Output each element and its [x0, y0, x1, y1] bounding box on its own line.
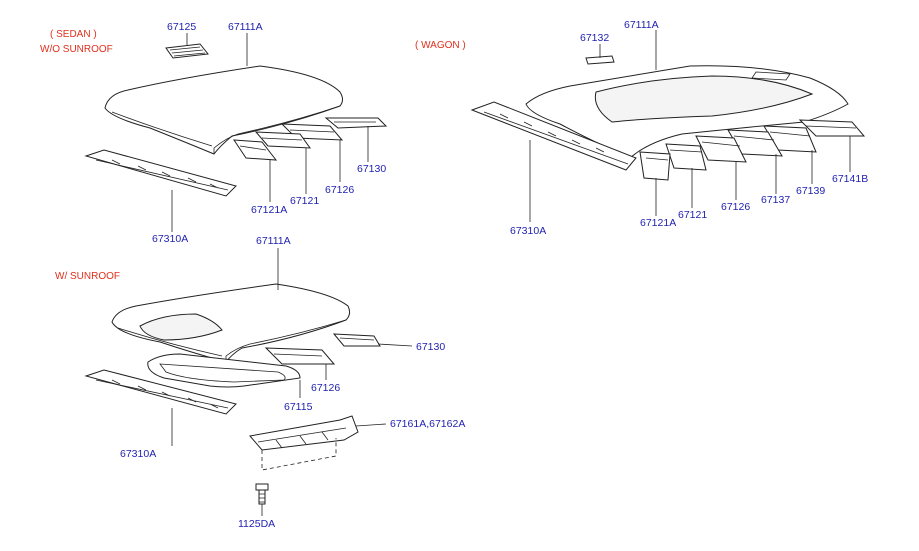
sunroof-title: W/ SUNROOF: [55, 271, 120, 282]
label-wagon-67141b: 67141B: [832, 173, 868, 185]
wagon-bracket-67132: [585, 55, 615, 65]
bolt-1125da-head: [255, 483, 269, 491]
label-wagon-67132: 67132: [580, 32, 609, 44]
sedan-patch-texture: [169, 46, 206, 57]
sedan-rail-holes: [95, 159, 229, 191]
sedan-patch-67125: [165, 43, 209, 59]
leader-sunroof-67130: [377, 343, 413, 347]
label-sedan-67121a: 67121A: [251, 204, 287, 216]
label-sedan-67111a: 67111A: [228, 21, 263, 33]
wagon-roof-recess: [594, 75, 814, 123]
sunroof-roof-edge: [117, 319, 347, 362]
label-wagon-67121a: 67121A: [640, 217, 676, 229]
wagon-title: ( WAGON ): [415, 40, 466, 51]
label-wagon-67121: 67121: [678, 209, 707, 221]
label-sedan-67125: 67125: [167, 21, 196, 33]
sedan-group: ( SEDAN ) W/O SUNROOF 67125 67111A 67130…: [40, 21, 388, 245]
sedan-rail-67310a: [84, 149, 237, 197]
wagon-rail-67310a: [470, 101, 637, 171]
label-wagon-67310a: 67310A: [510, 225, 546, 237]
label-sunroof-67126: 67126: [311, 382, 340, 394]
sedan-bow-ribs: [239, 121, 376, 151]
wagon-roof-vent: [751, 71, 791, 81]
bolt-1125da-thread: [259, 493, 265, 503]
label-wagon-67137: 67137: [761, 194, 790, 206]
sedan-title: ( SEDAN ): [50, 29, 97, 40]
wagon-bow-ribs: [645, 125, 857, 161]
sunroof-bow-ribs: [273, 337, 375, 357]
sunroof-assembly-guide: [261, 438, 337, 471]
label-wagon-67139: 67139: [796, 185, 825, 197]
sedan-bow-67121: [254, 131, 312, 149]
sedan-bow-67130: [324, 117, 388, 129]
wagon-bow-67121: [665, 143, 707, 171]
label-sunroof-67111a: 67111A: [256, 235, 291, 247]
sunroof-bow-67130: [332, 333, 381, 347]
label-sedan-67130: 67130: [357, 163, 386, 175]
label-sunroof-67161a: 67161A,67162A: [390, 418, 465, 430]
sunroof-opening: [139, 313, 223, 341]
label-sunroof-67130: 67130: [416, 341, 445, 353]
sunroof-group: W/ SUNROOF 67111A 67130: [55, 235, 465, 530]
label-sunroof-67310a: 67310A: [120, 448, 156, 460]
label-wagon-67126: 67126: [721, 201, 750, 213]
sunroof-frame-67115: [147, 353, 301, 388]
sunroof-bracket-detail: [257, 427, 347, 449]
sedan-roof-panel: [104, 65, 343, 155]
sunroof-bracket-67161a: [249, 415, 359, 451]
label-sunroof-1125da: 1125DA: [238, 518, 275, 530]
sunroof-rail-holes: [95, 379, 229, 409]
wagon-bow-67121a: [639, 151, 671, 181]
sedan-bow-67121a: [233, 139, 278, 161]
sunroof-bow-67126: [264, 347, 336, 365]
sunroof-rail-67310a: [84, 369, 237, 415]
label-sedan-67126: 67126: [325, 184, 354, 196]
wagon-rail-holes: [483, 111, 629, 165]
wagon-group: ( WAGON ) 67132 67111A 67310A 671: [415, 19, 868, 237]
label-wagon-67111a: 67111A: [624, 19, 659, 31]
bolt-1125da-shank: [258, 489, 266, 505]
label-sedan-67121: 67121: [290, 195, 319, 207]
leader-sunroof-67161a: [355, 423, 387, 427]
label-sedan-67310a: 67310A: [152, 233, 188, 245]
label-sunroof-67115: 67115: [284, 401, 313, 413]
sedan-roof-edge: [111, 105, 341, 154]
sedan-subtitle: W/O SUNROOF: [40, 44, 113, 55]
wagon-bow-67141b: [798, 119, 866, 137]
sunroof-roof-panel: [111, 283, 351, 363]
sunroof-frame-inner: [159, 363, 286, 383]
